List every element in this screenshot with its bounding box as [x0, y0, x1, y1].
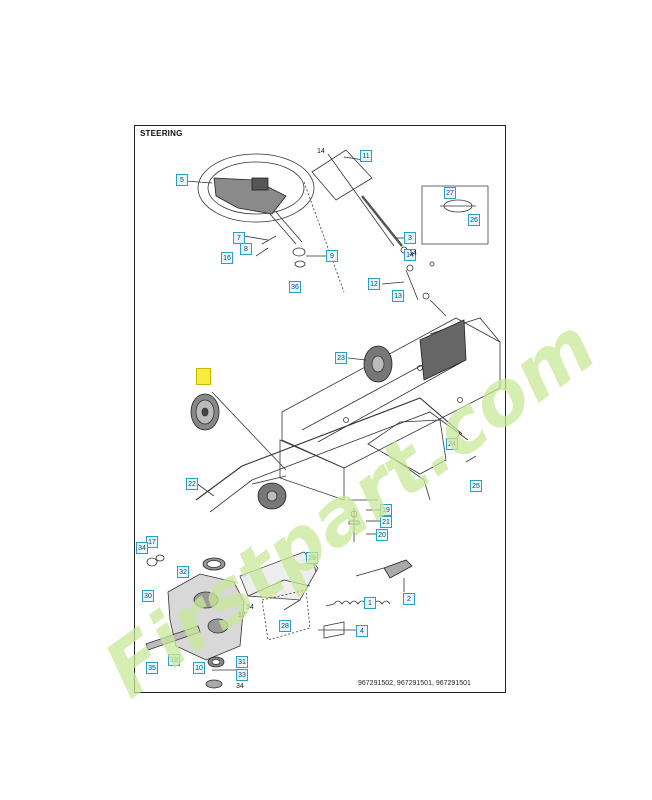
callout-16[interactable]: 16: [221, 252, 233, 264]
callout-31[interactable]: 31: [236, 656, 248, 668]
chassis-frame: [281, 317, 501, 469]
callout-34[interactable]: 34: [136, 542, 148, 554]
callout-12[interactable]: 12: [368, 278, 380, 290]
callout-23[interactable]: 23: [335, 352, 347, 364]
callout-32[interactable]: 32: [177, 566, 189, 578]
diagram-border: [134, 125, 506, 693]
label-17-mid: 17: [238, 612, 246, 619]
label-34-bottom: 34: [236, 683, 244, 690]
callout-1[interactable]: 1: [364, 597, 376, 609]
callout-3[interactable]: 3: [404, 232, 416, 244]
callout-36[interactable]: 36: [289, 281, 301, 293]
label-34-mid: 34: [246, 604, 254, 611]
spring: [333, 600, 391, 605]
callout-9[interactable]: 9: [326, 250, 338, 262]
callout-28[interactable]: 28: [279, 620, 291, 632]
callout-21[interactable]: 21: [380, 516, 392, 528]
callout-29[interactable]: 29: [306, 552, 318, 564]
callout-18[interactable]: 18: [168, 654, 180, 666]
transmission-housing: [167, 573, 245, 661]
callout-22[interactable]: 22: [186, 478, 198, 490]
callout-7[interactable]: 7: [233, 232, 245, 244]
callout-35[interactable]: 35: [146, 662, 158, 674]
callout-25[interactable]: 25: [470, 480, 482, 492]
callout-14[interactable]: 14: [404, 249, 416, 261]
steering-wheel: [197, 153, 315, 223]
callout-10[interactable]: 10: [193, 662, 205, 674]
column-panel: [311, 149, 373, 201]
callout-5[interactable]: 5: [176, 174, 188, 186]
label-14-top: 14: [317, 148, 325, 155]
callout-30[interactable]: 30: [142, 590, 154, 602]
callout-27[interactable]: 27: [444, 187, 456, 199]
callout-13[interactable]: 13: [392, 290, 404, 302]
label-14-mid: 14: [409, 250, 417, 257]
callout-24[interactable]: 24: [446, 438, 458, 450]
highlighted-callout-box: [196, 368, 211, 385]
detail-inset: [421, 185, 489, 245]
callout-26[interactable]: 26: [468, 214, 480, 226]
callout-11[interactable]: 11: [360, 150, 372, 162]
callout-19[interactable]: 19: [380, 504, 392, 516]
model-numbers: 967291502, 967291501, 967291501: [358, 680, 471, 687]
callout-33[interactable]: 33: [236, 669, 248, 681]
callout-4[interactable]: 4: [356, 625, 368, 637]
callout-8[interactable]: 8: [240, 243, 252, 255]
callout-2[interactable]: 2: [403, 593, 415, 605]
diagram-title: STEERING: [140, 129, 183, 138]
callout-20[interactable]: 20: [376, 529, 388, 541]
